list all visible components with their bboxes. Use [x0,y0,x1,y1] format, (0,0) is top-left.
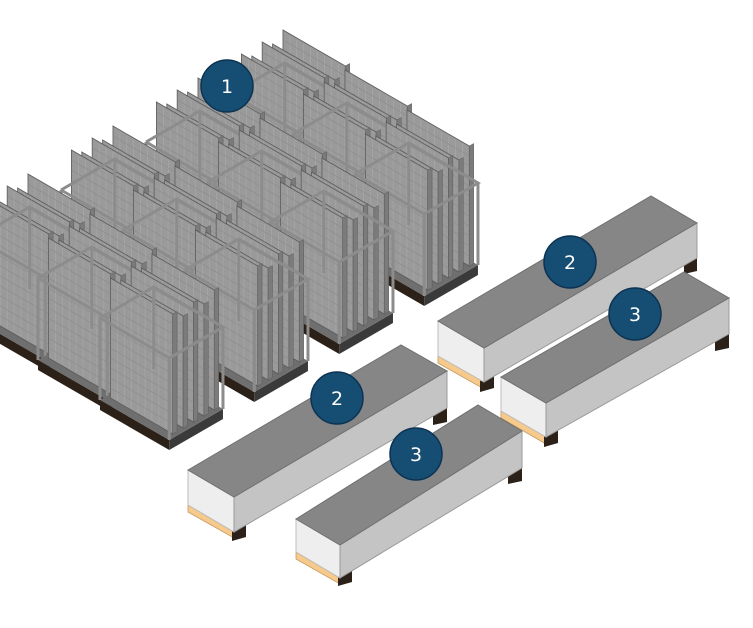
callout-label: 3 [410,444,422,466]
callout-bubble [200,59,254,113]
rack-unit [268,157,396,354]
rack-storage-area [0,29,481,450]
callout-label: 2 [331,388,343,410]
callout-1: 1 [200,59,254,113]
callout-2: 2 [543,235,597,289]
callout-bubble [389,427,443,481]
rack-unit [353,109,481,306]
callout-bubble [543,235,597,289]
callout-layer: 1 2 2 3 3 [200,59,662,481]
callout-label: 3 [629,304,641,326]
crate [187,344,448,541]
callout-bubble [608,287,662,341]
callout-label: 2 [564,252,576,274]
callout-3: 3 [608,287,662,341]
callout-bubble [310,371,364,425]
crate [499,271,731,447]
callout-3: 3 [389,427,443,481]
callout-label: 1 [221,76,233,98]
callout-2: 2 [310,371,364,425]
crate-storage-area [187,195,731,586]
rack-unit [98,253,226,450]
